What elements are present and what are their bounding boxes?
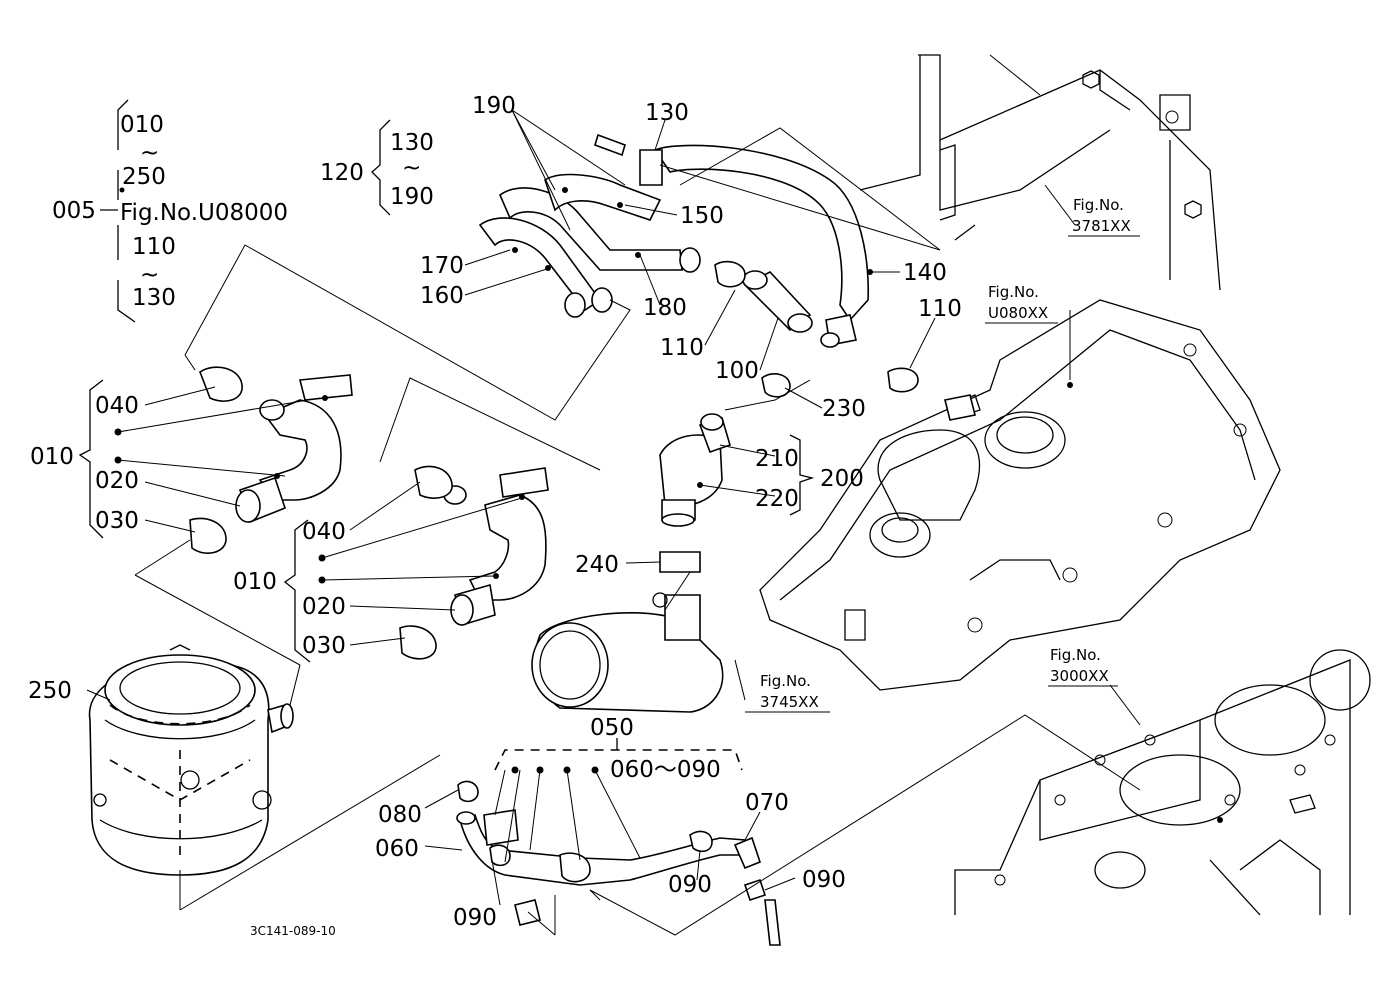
frame-bracket bbox=[859, 54, 1221, 291]
label-220: 220 bbox=[755, 486, 799, 512]
label-060: 060 bbox=[375, 836, 419, 862]
fig-ref-3745-title: Fig.No. bbox=[760, 672, 811, 690]
label-110-b: 110 bbox=[918, 296, 962, 322]
label-180: 180 bbox=[643, 295, 687, 321]
label-010-a: 010 bbox=[30, 444, 74, 470]
hose-010-upper bbox=[189, 366, 353, 554]
breather-elbow-210-220 bbox=[659, 373, 791, 573]
label-110-range: 110 bbox=[132, 234, 176, 260]
intake-duct-3745 bbox=[531, 592, 724, 713]
label-190: 190 bbox=[472, 93, 516, 119]
hose-010-lower bbox=[399, 465, 549, 660]
label-170: 170 bbox=[420, 253, 464, 279]
drawing-id: 3C141-089-10 bbox=[250, 924, 336, 938]
label-140: 140 bbox=[903, 260, 947, 286]
label-110-a: 110 bbox=[660, 335, 704, 361]
label-200: 200 bbox=[820, 466, 864, 492]
label-130-range: 130 bbox=[132, 285, 176, 311]
leader-lines bbox=[78, 99, 1141, 936]
label-040-a: 040 bbox=[95, 393, 139, 419]
label-130: 130 bbox=[645, 100, 689, 126]
label-020-a: 020 bbox=[95, 468, 139, 494]
label-fig-u08000: Fig.No.U08000 bbox=[120, 200, 288, 226]
cylinder-block bbox=[954, 649, 1371, 916]
fig-ref-3745-number: 3745XX bbox=[760, 693, 819, 711]
label-030-a: 030 bbox=[95, 508, 139, 534]
label-tilde-2: ~ bbox=[140, 262, 159, 288]
pipe-assembly-050 bbox=[456, 780, 781, 946]
rocker-cover bbox=[759, 299, 1281, 691]
fig-ref-3000-title: Fig.No. bbox=[1050, 646, 1101, 664]
label-230: 230 bbox=[822, 396, 866, 422]
label-090-c: 090 bbox=[453, 905, 497, 931]
label-040-b: 040 bbox=[302, 519, 346, 545]
pipe-assembly-120 bbox=[478, 133, 870, 348]
label-100: 100 bbox=[715, 358, 759, 384]
label-070: 070 bbox=[745, 790, 789, 816]
clamp-110-b bbox=[887, 367, 976, 421]
label-250: 250 bbox=[28, 678, 72, 704]
figure-references: Fig.No. 3781XX Fig.No. U080XX Fig.No. 37… bbox=[745, 196, 1140, 713]
label-090-b: 090 bbox=[802, 867, 846, 893]
label-190-range2: 190 bbox=[390, 184, 434, 210]
label-160: 160 bbox=[420, 283, 464, 309]
label-240: 240 bbox=[575, 552, 619, 578]
clamp-110-a bbox=[714, 260, 746, 288]
label-010-b: 010 bbox=[233, 569, 277, 595]
reference-dots bbox=[114, 187, 1223, 823]
label-150: 150 bbox=[680, 203, 724, 229]
fig-ref-3000-number: 3000XX bbox=[1050, 667, 1109, 685]
label-010-range: 010 bbox=[120, 112, 164, 138]
label-030-b: 030 bbox=[302, 633, 346, 659]
hose-100 bbox=[742, 270, 813, 333]
label-210: 210 bbox=[755, 446, 799, 472]
label-020-b: 020 bbox=[302, 594, 346, 620]
label-120: 120 bbox=[320, 160, 364, 186]
label-005: 005 bbox=[52, 198, 96, 224]
fig-ref-u080-number: U080XX bbox=[988, 304, 1048, 322]
fig-ref-u080-title: Fig.No. bbox=[988, 283, 1039, 301]
label-090-a: 090 bbox=[668, 872, 712, 898]
label-050: 050 bbox=[590, 715, 634, 741]
label-tilde-1: ~ bbox=[140, 140, 159, 166]
part-number-labels: 005 010 ~ 250 Fig.No.U08000 110 ~ 130 12… bbox=[28, 93, 962, 931]
air-cleaner-250 bbox=[88, 644, 294, 876]
label-250-range: 250 bbox=[122, 164, 166, 190]
label-130-range2: 130 bbox=[390, 130, 434, 156]
fig-ref-3781-title: Fig.No. bbox=[1073, 196, 1124, 214]
fig-ref-3781-number: 3781XX bbox=[1072, 217, 1131, 235]
label-060-090: 060～090 bbox=[610, 757, 721, 783]
label-tilde-3: ~ bbox=[402, 155, 421, 181]
label-080: 080 bbox=[378, 802, 422, 828]
